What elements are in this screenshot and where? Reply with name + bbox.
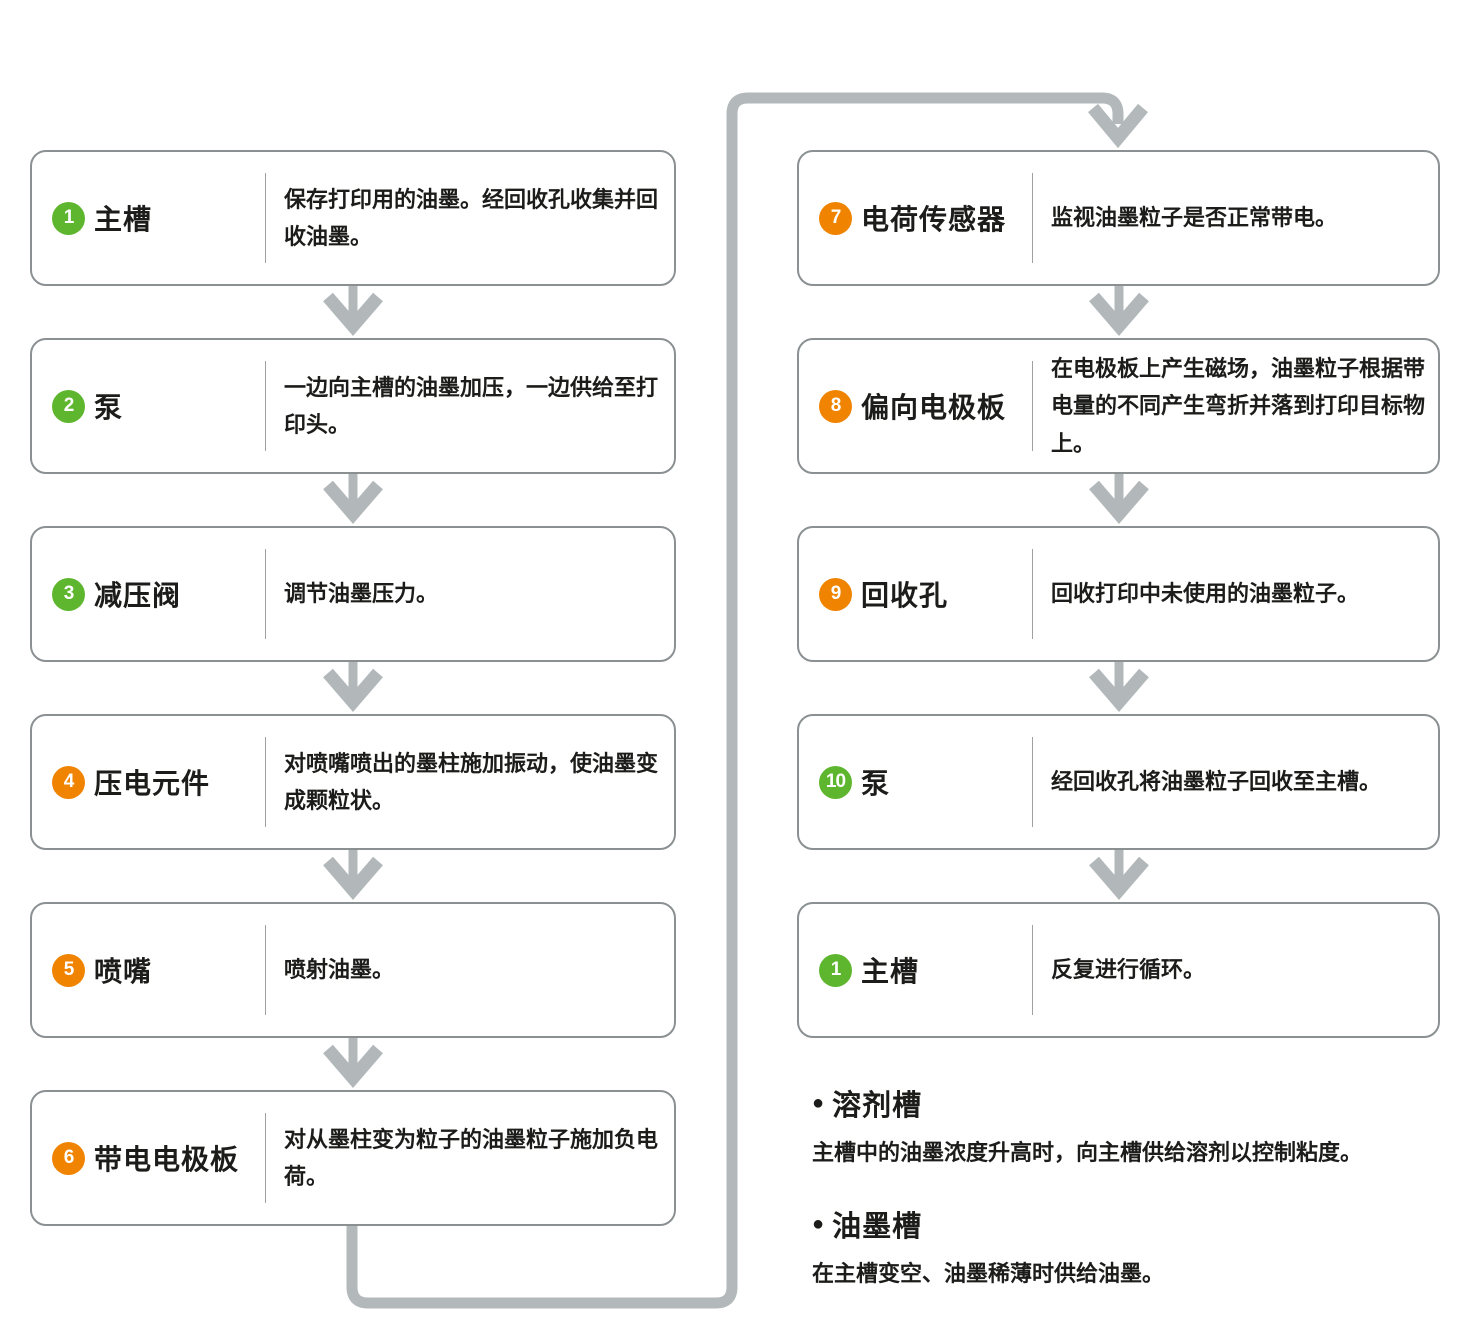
step-number-badge: 7 — [819, 201, 852, 235]
step-number-badge: 2 — [52, 389, 85, 423]
down-arrow-icon — [323, 474, 383, 524]
step-title: 10 泵 — [799, 716, 1032, 848]
step-title: 8 偏向电极板 — [799, 340, 1032, 472]
step-label: 泵 — [861, 768, 891, 799]
step-description: 保存打印用的油墨。经回收孔收集并回收油墨。 — [284, 186, 659, 249]
step-title: 5 喷嘴 — [32, 904, 265, 1036]
flow-step-box-recovery-hole: 9 回收孔 回收打印中未使用的油墨粒子。 — [797, 526, 1440, 662]
flow-step-box-main-tank-loop: 1 主槽 反复进行循环。 — [797, 902, 1440, 1038]
note-solvent-tank: ● 溶剂槽 主槽中的油墨浓度升高时，向主槽供给溶剂以控制粘度。 — [812, 1082, 1452, 1169]
step-title: 1 主槽 — [799, 904, 1032, 1036]
down-arrow-icon — [323, 662, 383, 712]
step-description: 对从墨柱变为粒子的油墨粒子施加负电荷。 — [284, 1126, 659, 1189]
step-title: 4 压电元件 — [32, 716, 265, 848]
step-number-badge: 1 — [819, 953, 852, 987]
note-description: 在主槽变空、油墨稀薄时供给油墨。 — [812, 1261, 1165, 1286]
divider — [265, 925, 266, 1015]
step-title: 9 回收孔 — [799, 528, 1032, 660]
step-description: 在电极板上产生磁场，油墨粒子根据带电量的不同产生弯折并落到打印目标物上。 — [1051, 355, 1426, 456]
flow-step-box-charging-electrode: 6 带电电极板 对从墨柱变为粒子的油墨粒子施加负电荷。 — [30, 1090, 676, 1226]
step-number-badge: 5 — [52, 953, 85, 987]
bullet-icon: ● — [812, 1092, 825, 1114]
down-arrow-icon — [323, 286, 383, 336]
step-label: 主槽 — [861, 956, 920, 987]
divider — [1032, 737, 1033, 827]
step-description: 反复进行循环。 — [1051, 957, 1206, 983]
divider — [1032, 549, 1033, 639]
step-label: 主槽 — [94, 204, 153, 235]
note-description: 主槽中的油墨浓度升高时，向主槽供给溶剂以控制粘度。 — [812, 1140, 1363, 1165]
flow-step-box-deflection-electrode: 8 偏向电极板 在电极板上产生磁场，油墨粒子根据带电量的不同产生弯折并落到打印目… — [797, 338, 1440, 474]
step-description: 监视油墨粒子是否正常带电。 — [1051, 205, 1338, 231]
step-title: 1 主槽 — [32, 152, 265, 284]
step-label: 压电元件 — [94, 768, 211, 799]
flow-step-box-pressure-valve: 3 减压阀 调节油墨压力。 — [30, 526, 676, 662]
step-title: 6 带电电极板 — [32, 1092, 265, 1224]
divider — [1032, 361, 1033, 451]
step-description: 对喷嘴喷出的墨柱施加振动，使油墨变成颗粒状。 — [284, 750, 659, 813]
step-number-badge: 4 — [52, 765, 85, 799]
down-arrow-icon — [1089, 474, 1149, 524]
down-arrow-icon — [323, 1038, 383, 1088]
divider — [1032, 925, 1033, 1015]
note-title: 油墨槽 — [832, 1211, 923, 1243]
step-title: 7 电荷传感器 — [799, 152, 1032, 284]
down-arrow-icon — [323, 850, 383, 900]
divider — [265, 737, 266, 827]
divider — [265, 1113, 266, 1203]
notes-section: ● 溶剂槽 主槽中的油墨浓度升高时，向主槽供给溶剂以控制粘度。 ● 油墨槽 在主… — [812, 1082, 1452, 1290]
step-title: 2 泵 — [32, 340, 265, 472]
divider — [1032, 173, 1033, 263]
flow-step-box-main-tank: 1 主槽 保存打印用的油墨。经回收孔收集并回收油墨。 — [30, 150, 676, 286]
flow-step-box-nozzle: 5 喷嘴 喷射油墨。 — [30, 902, 676, 1038]
down-arrow-icon — [1089, 850, 1149, 900]
flow-step-box-return-pump: 10 泵 经回收孔将油墨粒子回收至主槽。 — [797, 714, 1440, 850]
step-label: 泵 — [94, 392, 124, 423]
down-arrow-icon — [1089, 662, 1149, 712]
step-label: 喷嘴 — [94, 956, 153, 987]
down-arrow-icon — [1089, 286, 1149, 336]
flow-step-box-pump: 2 泵 一边向主槽的油墨加压，一边供给至打印头。 — [30, 338, 676, 474]
note-title: 溶剂槽 — [832, 1090, 923, 1122]
flow-step-box-piezo-element: 4 压电元件 对喷嘴喷出的墨柱施加振动，使油墨变成颗粒状。 — [30, 714, 676, 850]
flow-step-box-charge-sensor: 7 电荷传感器 监视油墨粒子是否正常带电。 — [797, 150, 1440, 286]
step-description: 回收打印中未使用的油墨粒子。 — [1051, 581, 1360, 607]
step-title: 3 减压阀 — [32, 528, 265, 660]
divider — [265, 173, 266, 263]
note-title-row: ● 油墨槽 — [812, 1203, 1452, 1245]
step-description: 经回收孔将油墨粒子回收至主槽。 — [1051, 769, 1382, 795]
step-number-badge: 3 — [52, 577, 85, 611]
divider — [265, 361, 266, 451]
bullet-icon: ● — [812, 1213, 825, 1235]
step-description: 调节油墨压力。 — [284, 581, 439, 607]
divider — [265, 549, 266, 639]
step-number-badge: 9 — [819, 577, 852, 611]
step-number-badge: 8 — [819, 389, 852, 423]
step-label: 回收孔 — [861, 580, 949, 611]
step-label: 电荷传感器 — [861, 204, 1007, 235]
step-number-badge: 1 — [52, 201, 85, 235]
step-label: 偏向电极板 — [861, 392, 1007, 423]
step-description: 喷射油墨。 — [284, 957, 395, 983]
note-title-row: ● 溶剂槽 — [812, 1082, 1452, 1124]
step-label: 带电电极板 — [94, 1144, 240, 1175]
note-ink-tank: ● 油墨槽 在主槽变空、油墨稀薄时供给油墨。 — [812, 1203, 1452, 1290]
step-number-badge: 6 — [52, 1141, 85, 1175]
step-number-badge: 10 — [819, 765, 852, 799]
step-label: 减压阀 — [94, 580, 182, 611]
step-description: 一边向主槽的油墨加压，一边供给至打印头。 — [284, 374, 659, 437]
